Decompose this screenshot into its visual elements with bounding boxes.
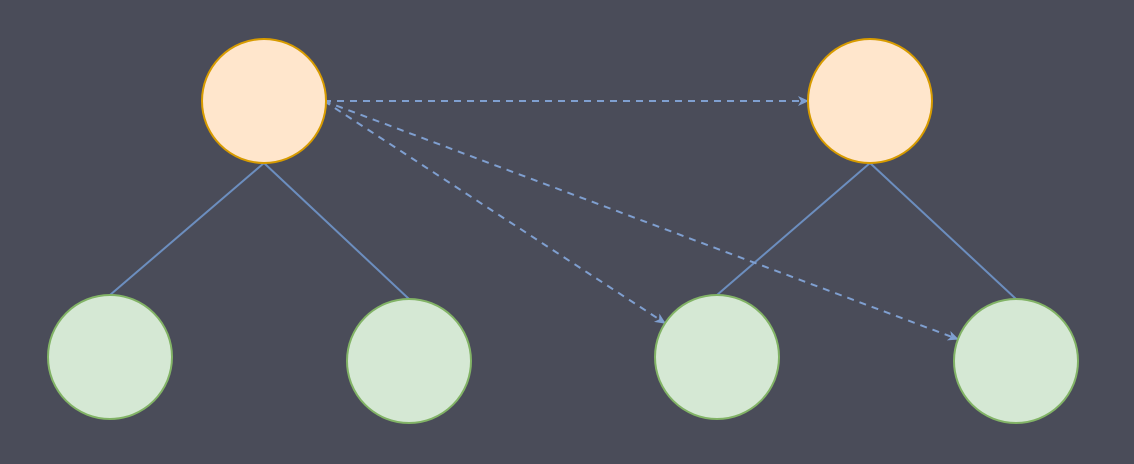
tree-edge-left-root-to-left-child-1 (109, 162, 265, 296)
dashed-arrow-left-root-to-right-child-2 (323, 100, 959, 341)
nodes-layer (47, 38, 1079, 424)
tree-edge-left-root-to-left-child-2 (263, 162, 410, 300)
right-child-2-node (953, 298, 1079, 424)
dashed-arrow-left-root-to-right-child-1 (323, 100, 666, 324)
tree-edge-right-root-to-right-child-1 (716, 162, 871, 296)
right-root-node (807, 38, 933, 164)
left-root-node (201, 38, 327, 164)
dashed-arrows-layer (323, 96, 959, 341)
right-child-1-node (654, 294, 780, 420)
tree-edge-right-root-to-right-child-2 (869, 162, 1017, 300)
edges-layer (109, 162, 1017, 300)
left-child-2-node (346, 298, 472, 424)
left-child-1-node (47, 294, 173, 420)
